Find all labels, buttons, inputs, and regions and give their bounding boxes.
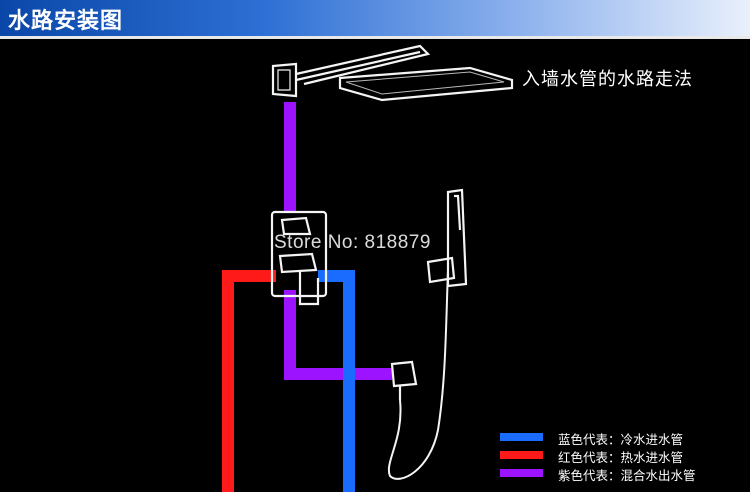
legend-label-mixed: 紫色代表：混合水出水管 xyxy=(558,468,696,483)
page-title: 水路安装图 xyxy=(8,9,124,34)
cold-water-swatch xyxy=(500,433,543,441)
mixed-water-pipe-handshower xyxy=(284,290,392,380)
hot-water-pipe xyxy=(222,270,276,492)
shower-hose xyxy=(387,269,449,480)
cold-water-pipe xyxy=(318,270,355,492)
legend-label-cold: 蓝色代表：冷水进水管 xyxy=(558,432,684,447)
header-bar: 水路安装图 xyxy=(0,0,750,36)
store-watermark: Store No: 818879 xyxy=(274,232,431,253)
diagram-caption: 入墙水管的水路走法 xyxy=(522,69,693,90)
mixed-water-swatch xyxy=(500,469,543,477)
hand-shower-outlet xyxy=(390,360,418,400)
rain-shower-head xyxy=(271,44,514,102)
hot-water-swatch xyxy=(500,451,543,459)
mixer-valve xyxy=(270,210,328,306)
legend-label-hot: 红色代表：热水进水管 xyxy=(558,450,684,465)
header-divider xyxy=(0,36,750,39)
hand-shower xyxy=(426,188,468,288)
